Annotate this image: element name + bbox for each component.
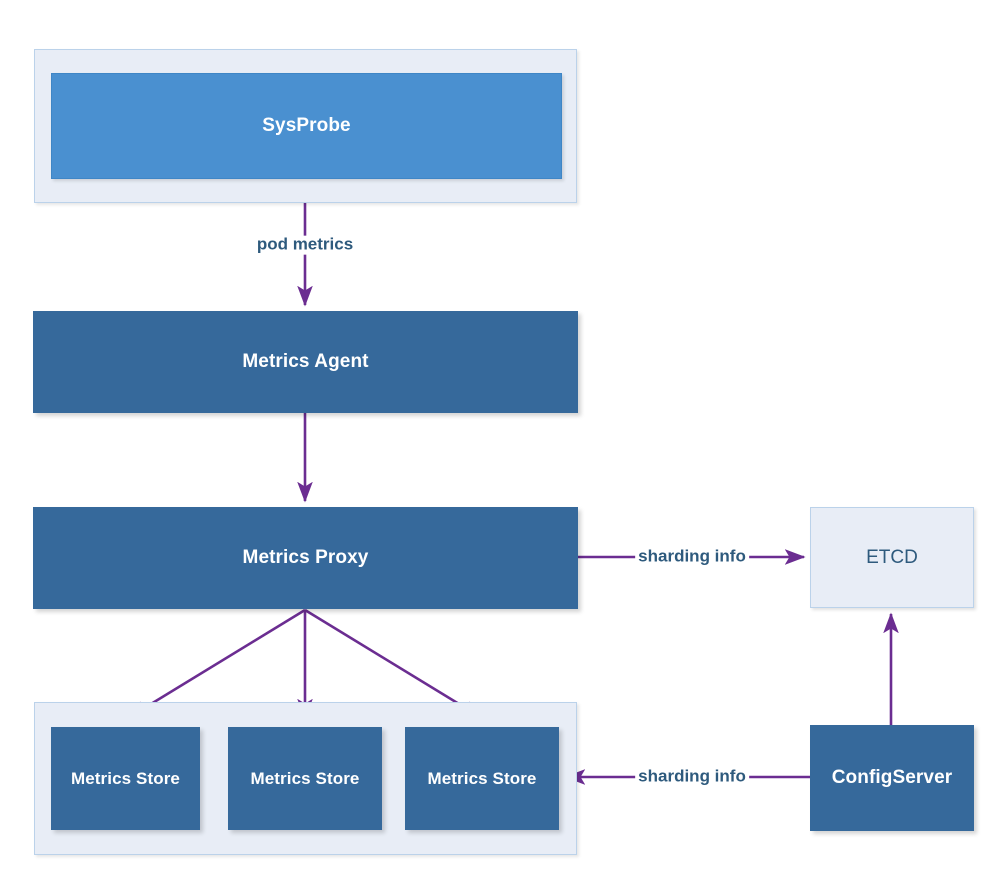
node-metrics-proxy[interactable]: Metrics Proxy (33, 507, 578, 609)
node-etcd[interactable]: ETCD (810, 507, 974, 608)
edge-label-sharding-info-store: sharding info (635, 767, 749, 787)
node-metrics-agent[interactable]: Metrics Agent (33, 311, 578, 413)
edge-label-sharding-info-etcd: sharding info (635, 547, 749, 567)
node-sysprobe[interactable]: SysProbe (51, 73, 562, 179)
node-configserver[interactable]: ConfigServer (810, 725, 974, 831)
node-metrics-store-2[interactable]: Metrics Store (228, 727, 382, 830)
node-metrics-store-1[interactable]: Metrics Store (51, 727, 200, 830)
node-metrics-store-3[interactable]: Metrics Store (405, 727, 559, 830)
edge-label-pod-metrics: pod metrics (253, 235, 357, 255)
